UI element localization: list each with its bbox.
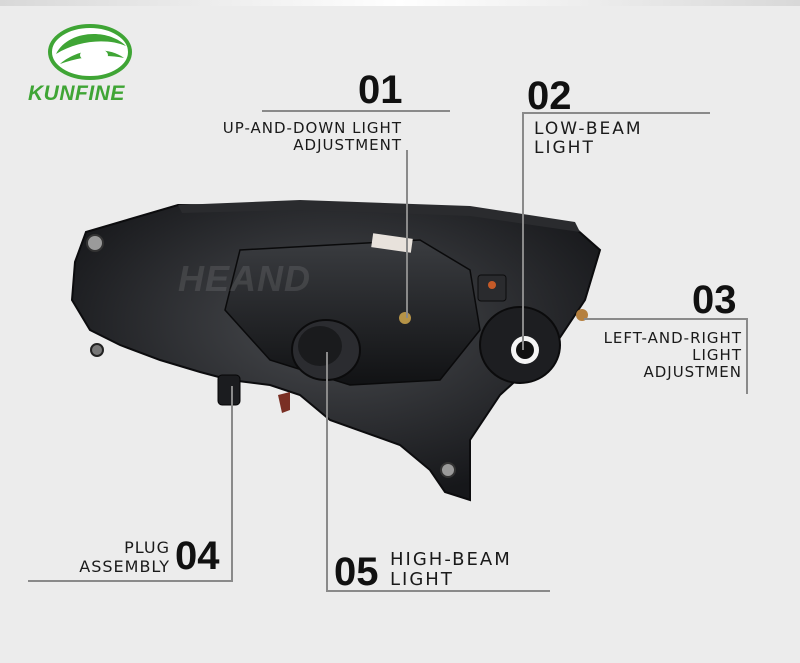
callout-04-number: 04: [175, 534, 220, 578]
callout-03-leader: [746, 318, 748, 394]
callout-01-number: 01: [358, 68, 403, 112]
top-divider: [0, 0, 800, 6]
callout-01-label: UP-AND-DOWN LIGHT ADJUSTMENT: [170, 120, 402, 154]
callout-05-label-line1: HIGH-BEAM: [390, 549, 512, 570]
watermark-text: HEAND: [178, 258, 312, 299]
callout-05-leader: [326, 352, 328, 592]
callout-03-label-line1: LEFT-AND-RIGHT: [603, 329, 742, 347]
callout-01-rule: [262, 110, 450, 112]
logo-swoosh-icon: [48, 24, 132, 80]
callout-02-label-line1: LOW-BEAM: [534, 119, 643, 139]
callout-02-label: LOW-BEAM LIGHT: [534, 120, 643, 158]
callout-05-rule: [326, 590, 550, 592]
callout-02-leader: [522, 112, 524, 350]
callout-04-label-line1: PLUG: [124, 538, 170, 557]
callout-04-rule: [28, 580, 233, 582]
callout-03-label: LEFT-AND-RIGHT LIGHT ADJUSTMEN: [560, 330, 742, 381]
callout-01-leader: [406, 150, 408, 318]
callout-05-label: HIGH-BEAM LIGHT: [390, 550, 512, 590]
callout-03-label-line2: LIGHT: [692, 346, 742, 364]
callout-05-label-line2: LIGHT: [390, 569, 454, 590]
callout-04-label-line2: ASSEMBLY: [79, 557, 170, 576]
callout-02-label-line2: LIGHT: [534, 138, 595, 158]
callout-05-number: 05: [334, 550, 379, 594]
callout-01-label-line1: UP-AND-DOWN LIGHT: [222, 119, 402, 137]
callout-03-number: 03: [692, 278, 737, 322]
brand-name: KUNFINE: [28, 82, 125, 105]
callout-03-rule: [584, 318, 748, 320]
callout-02-rule: [522, 112, 710, 114]
callout-03-label-line3: ADJUSTMEN: [643, 363, 742, 381]
callout-04-leader: [231, 386, 233, 580]
callout-01-label-line2: ADJUSTMENT: [293, 136, 402, 154]
callout-02-number: 02: [527, 74, 572, 118]
brand-logo: KUNFINE: [26, 24, 156, 114]
callout-04-label: PLUG ASSEMBLY: [20, 538, 170, 576]
